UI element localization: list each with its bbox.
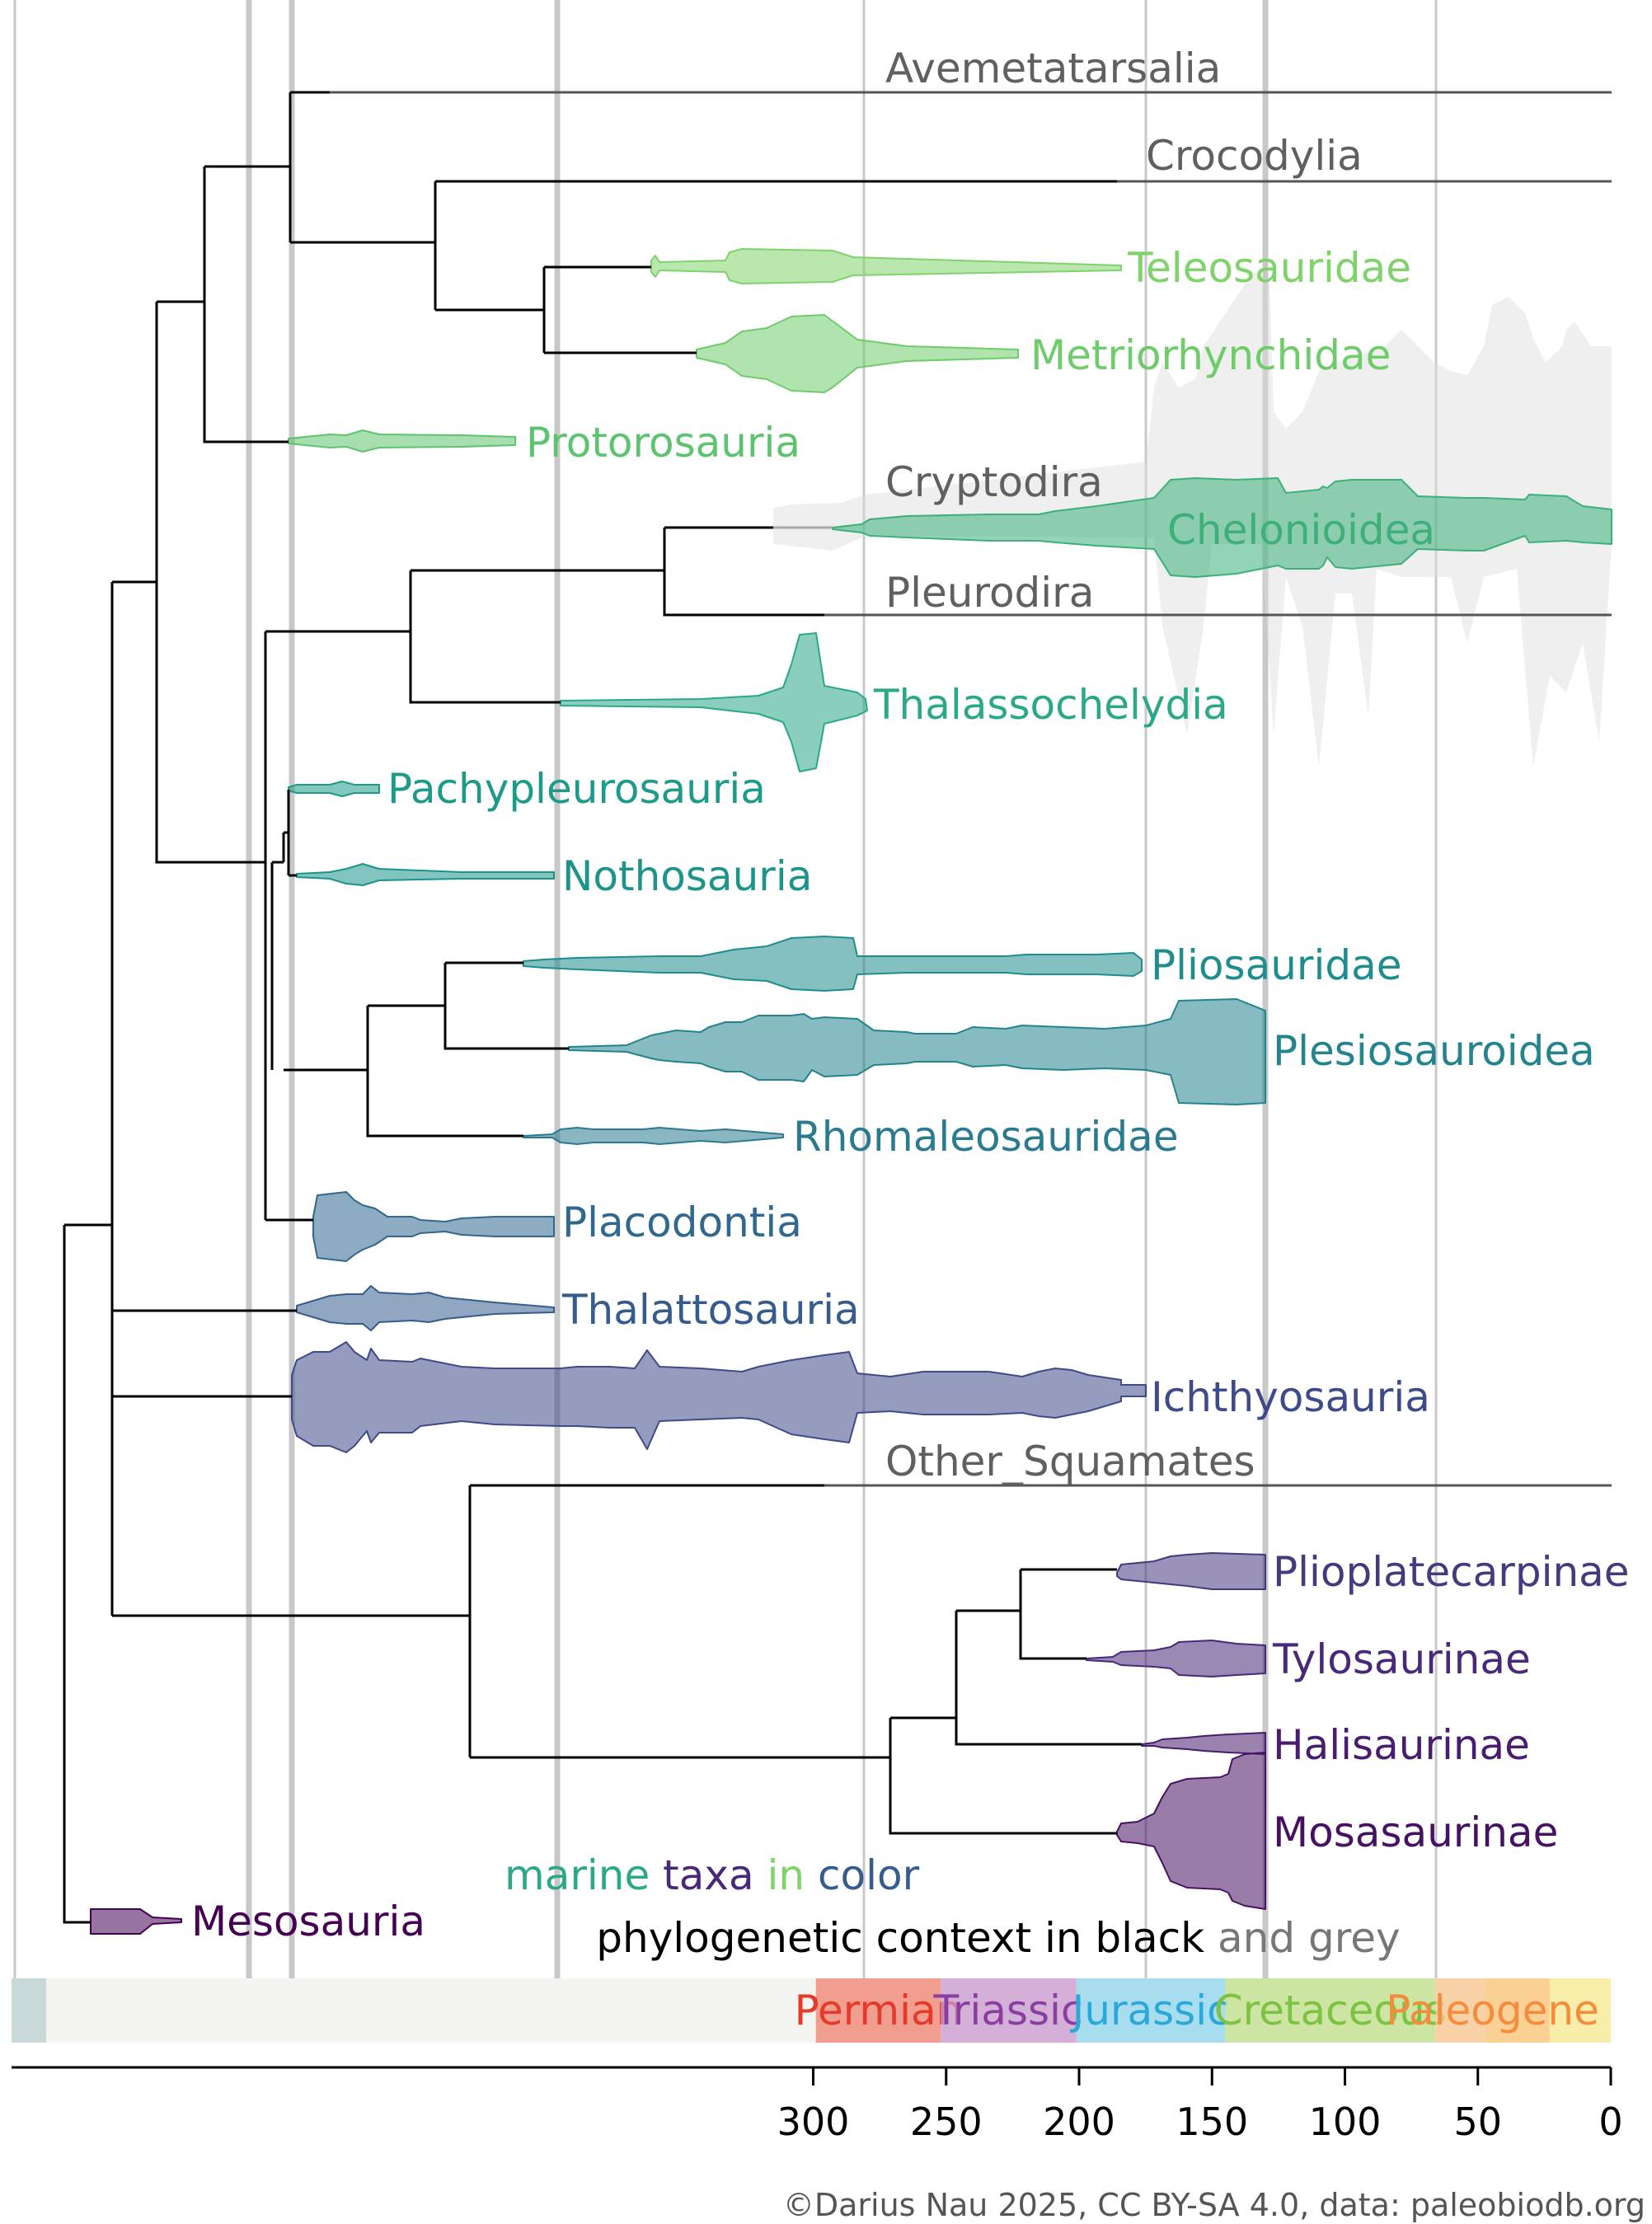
taxon-label-plesiosauroidea: Plesiosauroidea [1273,1027,1595,1075]
legend-marine-part: in [754,1851,805,1899]
taxon-label-chelonioidea: Chelonioidea [1167,506,1435,554]
period-band-paleogene [1435,1978,1550,2043]
taxon-label-ichthyosauria: Ichthyosauria [1151,1373,1430,1421]
spindle-pachypleurosauria [288,781,380,797]
spindle-mosasaurinae [1116,1752,1266,1910]
boundary-lines [13,0,1438,1995]
period-band-jurassic [1076,1978,1226,2043]
strat-bar-carboniferous [12,1978,46,2043]
spindle-metriorhynchidae [696,314,1019,393]
taxon-label-thalattosauria: Thalattosauria [561,1286,860,1334]
spindle-pliosauridae [523,936,1143,992]
taxon-label-placodontia: Placodontia [562,1199,802,1246]
legend-marine-part: taxa [650,1851,753,1899]
taxon-label-thalassochelydia: Thalassochelydia [873,681,1228,729]
taxon-label-crocodylia: Crocodylia [1146,132,1363,180]
taxon-label-protorosauria: Protorosauria [526,419,800,467]
spindle-thalattosauria [296,1285,555,1331]
axis-tick-label: 150 [1176,2100,1248,2144]
legend-marine-part: marine [505,1851,650,1899]
spindle-ichthyosauria [291,1341,1147,1453]
spindle-nothosauria [296,863,555,886]
period-label-jurassic: Jurassic [1070,1987,1230,2034]
axis-tick-label: 100 [1309,2100,1382,2144]
legend-marine-line: marine taxa in color [505,1851,920,1899]
legend: marine taxa in color phylogenetic contex… [505,1851,1466,1962]
spindle-placodontia [312,1191,555,1262]
legend-context-grey: and grey [1204,1914,1400,1962]
taxon-label-tylosaurinae: Tylosaurinae [1272,1635,1531,1683]
taxon-label-other-squamates: Other_Squamates [885,1438,1255,1485]
taxon-label-avemetatarsalia: Avemetatarsalia [885,45,1221,92]
period-band-cretaceous [1225,1978,1436,2043]
spindle-halisaurinae [1141,1732,1266,1755]
taxon-label-pliosauridae: Pliosauridae [1151,941,1402,989]
period-label-paleogene: Paleogene [1386,1987,1599,2034]
taxon-label-cryptodira: Cryptodira [885,458,1103,506]
taxon-labels: AvemetatarsaliaCrocodyliaTeleosauridaeMe… [191,45,1630,1945]
spindle-thalassochelydia [560,632,868,772]
tree-branches [63,91,1142,1924]
spindle-rhomaleosauridae [523,1127,784,1145]
taxon-label-pleurodira: Pleurodira [885,569,1094,617]
strat-bar: PermianTriassicJurassicCretaceousPaleoge… [795,1978,1599,2043]
spindle-teleosauridae [650,248,1122,284]
axis-tick-label: 200 [1043,2100,1115,2144]
taxon-label-mosasaurinae: Mosasaurinae [1273,1809,1558,1856]
spindle-chelonioidea [832,477,1612,578]
taxon-label-metriorhynchidae: Metriorhynchidae [1030,331,1391,379]
axis-tick-label: 300 [777,2100,850,2144]
period-band-triassic [941,1978,1077,2043]
taxon-label-rhomaleosauridae: Rhomaleosauridae [793,1113,1179,1161]
spindles [90,248,1612,1935]
period-label-permian: Permian [795,1987,963,2034]
spindle-mesosauria [90,1908,182,1935]
spindle-protorosauria [288,429,516,453]
spindle-tylosaurinae [1086,1640,1266,1677]
tree-context-lines [330,91,1612,1487]
axis-tick-label: 50 [1453,2100,1502,2144]
period-band-permian [815,1978,941,2043]
taxon-label-nothosauria: Nothosauria [562,852,812,900]
legend-context-line: phylogenetic context in black and grey [505,1914,1466,1962]
axis-tick-label: 250 [910,2100,983,2144]
taxon-label-halisaurinae: Halisaurinae [1273,1721,1530,1769]
period-label-triassic: Triassic [933,1987,1084,2034]
legend-context-black: phylogenetic context in black [596,1914,1204,1962]
spindle-plesiosauroidea [568,998,1266,1105]
taxon-label-pachypleurosauria: Pachypleurosauria [387,765,766,813]
axis-tick-label: 0 [1598,2100,1622,2144]
time-axis: 300 250 200 150 100 50 0 [12,2066,1623,2144]
period-label-cretaceous: Cretaceous [1214,1987,1447,2034]
taxon-label-plioplatecarpinae: Plioplatecarpinae [1273,1548,1630,1596]
legend-marine-part: color [805,1851,919,1899]
taxon-label-teleosauridae: Teleosauridae [1127,244,1411,292]
taxon-label-mesosauria: Mesosauria [191,1898,425,1945]
spindle-plioplatecarpinae [1116,1552,1266,1590]
credit-text: ©Darius Nau 2025, CC BY-SA 4.0, data: pa… [783,2187,1645,2223]
